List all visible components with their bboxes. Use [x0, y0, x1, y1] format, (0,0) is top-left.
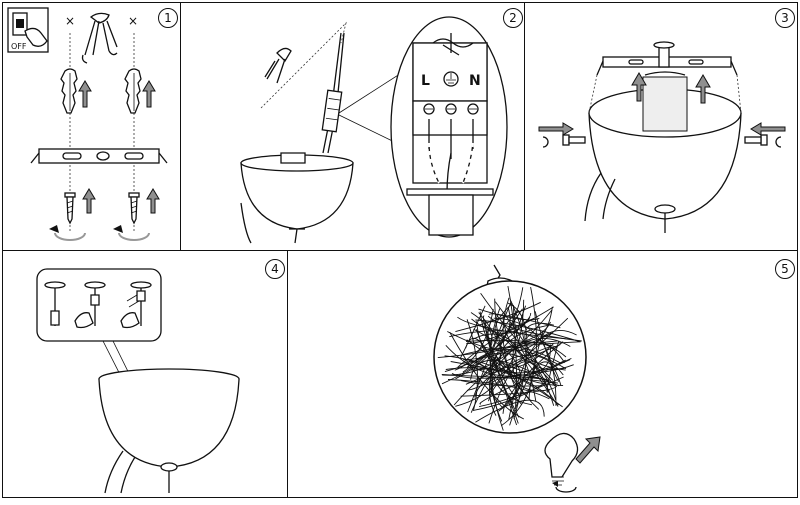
wire-strand: [466, 319, 478, 411]
power-switch-icon: OFF: [7, 7, 49, 53]
wire-strand: [498, 324, 548, 405]
wire-strand: [463, 361, 513, 403]
wire-strand: [459, 305, 486, 360]
wire-strand: [441, 309, 553, 376]
wire-stripper-icon: [264, 47, 292, 84]
step-2-number: 2: [503, 8, 523, 28]
wire-strand: [508, 330, 577, 420]
wire-strand: [479, 359, 571, 405]
canopy-dome-icon: [240, 152, 354, 244]
up-arrow-icon: [142, 80, 156, 108]
wire-strand: [457, 316, 570, 340]
step-2-panel: 2: [180, 2, 525, 251]
rotate-arrow-icon: [552, 481, 558, 487]
step-3-illustration: [538, 41, 786, 233]
wire-strand: [509, 361, 562, 426]
wire-strand: [490, 376, 551, 408]
wire-ball-shade-icon: [433, 280, 587, 434]
wire-strand: [457, 317, 535, 368]
wire-strand: [447, 379, 550, 400]
cord-grip-step-3-icon: [120, 281, 152, 329]
wire-strand: [453, 354, 564, 406]
cord-grip-step-1-icon: [44, 281, 66, 326]
wire-strand: [449, 331, 525, 420]
step-5-number: 5: [775, 259, 795, 279]
side-screw-right-icon: [744, 122, 786, 148]
wire-strand: [470, 359, 548, 381]
side-screw-left-icon: [538, 122, 586, 148]
terminal-label-neutral: N: [469, 73, 481, 89]
wire-strand: [494, 298, 540, 410]
rotate-arrow-left-icon: [49, 225, 86, 241]
wire-strand: [447, 306, 553, 352]
light-bulb-icon: [544, 432, 579, 486]
canopy-dome-icon: [584, 71, 742, 233]
wire-strand: [475, 399, 545, 423]
step-3-panel: 3: [524, 2, 798, 251]
wire-strand: [444, 307, 511, 373]
step-1-number: 1: [158, 8, 178, 28]
wire-strand: [488, 361, 555, 424]
wire-strand: [534, 311, 560, 382]
height-adjust-callout: [36, 268, 162, 342]
wire-strand: [466, 317, 569, 391]
up-arrow-icon: [631, 72, 647, 102]
step-4-illustration: [36, 268, 240, 494]
wire-strand: [465, 344, 561, 385]
up-arrow-icon: [575, 436, 601, 464]
up-arrow-icon: [78, 80, 92, 108]
up-arrow-icon: [146, 188, 160, 214]
step-1-illustration: OFF × ×: [7, 7, 168, 241]
mounting-bracket-icon: [30, 148, 168, 164]
step-2-illustration: L N: [240, 16, 508, 244]
switch-off-label: OFF: [11, 42, 27, 51]
cord-grip-step-2-icon: [74, 281, 106, 329]
wire-strand: [467, 352, 556, 387]
wall-plug-left-icon: [60, 68, 78, 114]
wire-strand: [472, 333, 537, 402]
wire-strand: [479, 376, 564, 408]
wire-strand: [491, 346, 561, 431]
screw-right-icon: [128, 192, 140, 225]
not-allowed-mark-2: ×: [128, 14, 138, 28]
wire-strand: [476, 321, 572, 374]
wire-strand: [461, 341, 581, 356]
wire-strand: [473, 379, 549, 411]
pliers-icon: [81, 12, 118, 64]
step-4-number: 4: [265, 259, 285, 279]
wall-plug-right-icon: [124, 68, 142, 114]
rotate-arrow-right-icon: [113, 225, 150, 241]
terminal-label-live: L: [421, 73, 430, 89]
wire-strand: [460, 380, 544, 387]
wire-strand: [463, 358, 563, 408]
wire-strand: [442, 374, 558, 384]
canopy-dome-icon: [98, 368, 240, 494]
wiring-detail-callout: L N: [390, 16, 508, 238]
step-4-panel: 4: [2, 250, 288, 498]
up-arrow-icon: [695, 74, 711, 104]
wire-strand: [449, 330, 566, 364]
wire-strand: [503, 315, 566, 371]
wire-strand: [546, 341, 560, 393]
step-1-panel: 1 OFF × ×: [2, 2, 181, 251]
up-arrow-icon: [82, 188, 96, 214]
not-allowed-mark-1: ×: [65, 14, 75, 28]
step-3-number: 3: [775, 8, 795, 28]
step-5-panel: 5: [287, 250, 798, 498]
step-5-illustration: [433, 264, 601, 493]
wire-strand: [455, 287, 524, 380]
wire-strand: [466, 339, 558, 348]
wire-strand: [493, 317, 557, 406]
wire-strand: [507, 302, 528, 419]
screw-left-icon: [64, 192, 76, 225]
earth-ground-icon: [443, 71, 459, 87]
